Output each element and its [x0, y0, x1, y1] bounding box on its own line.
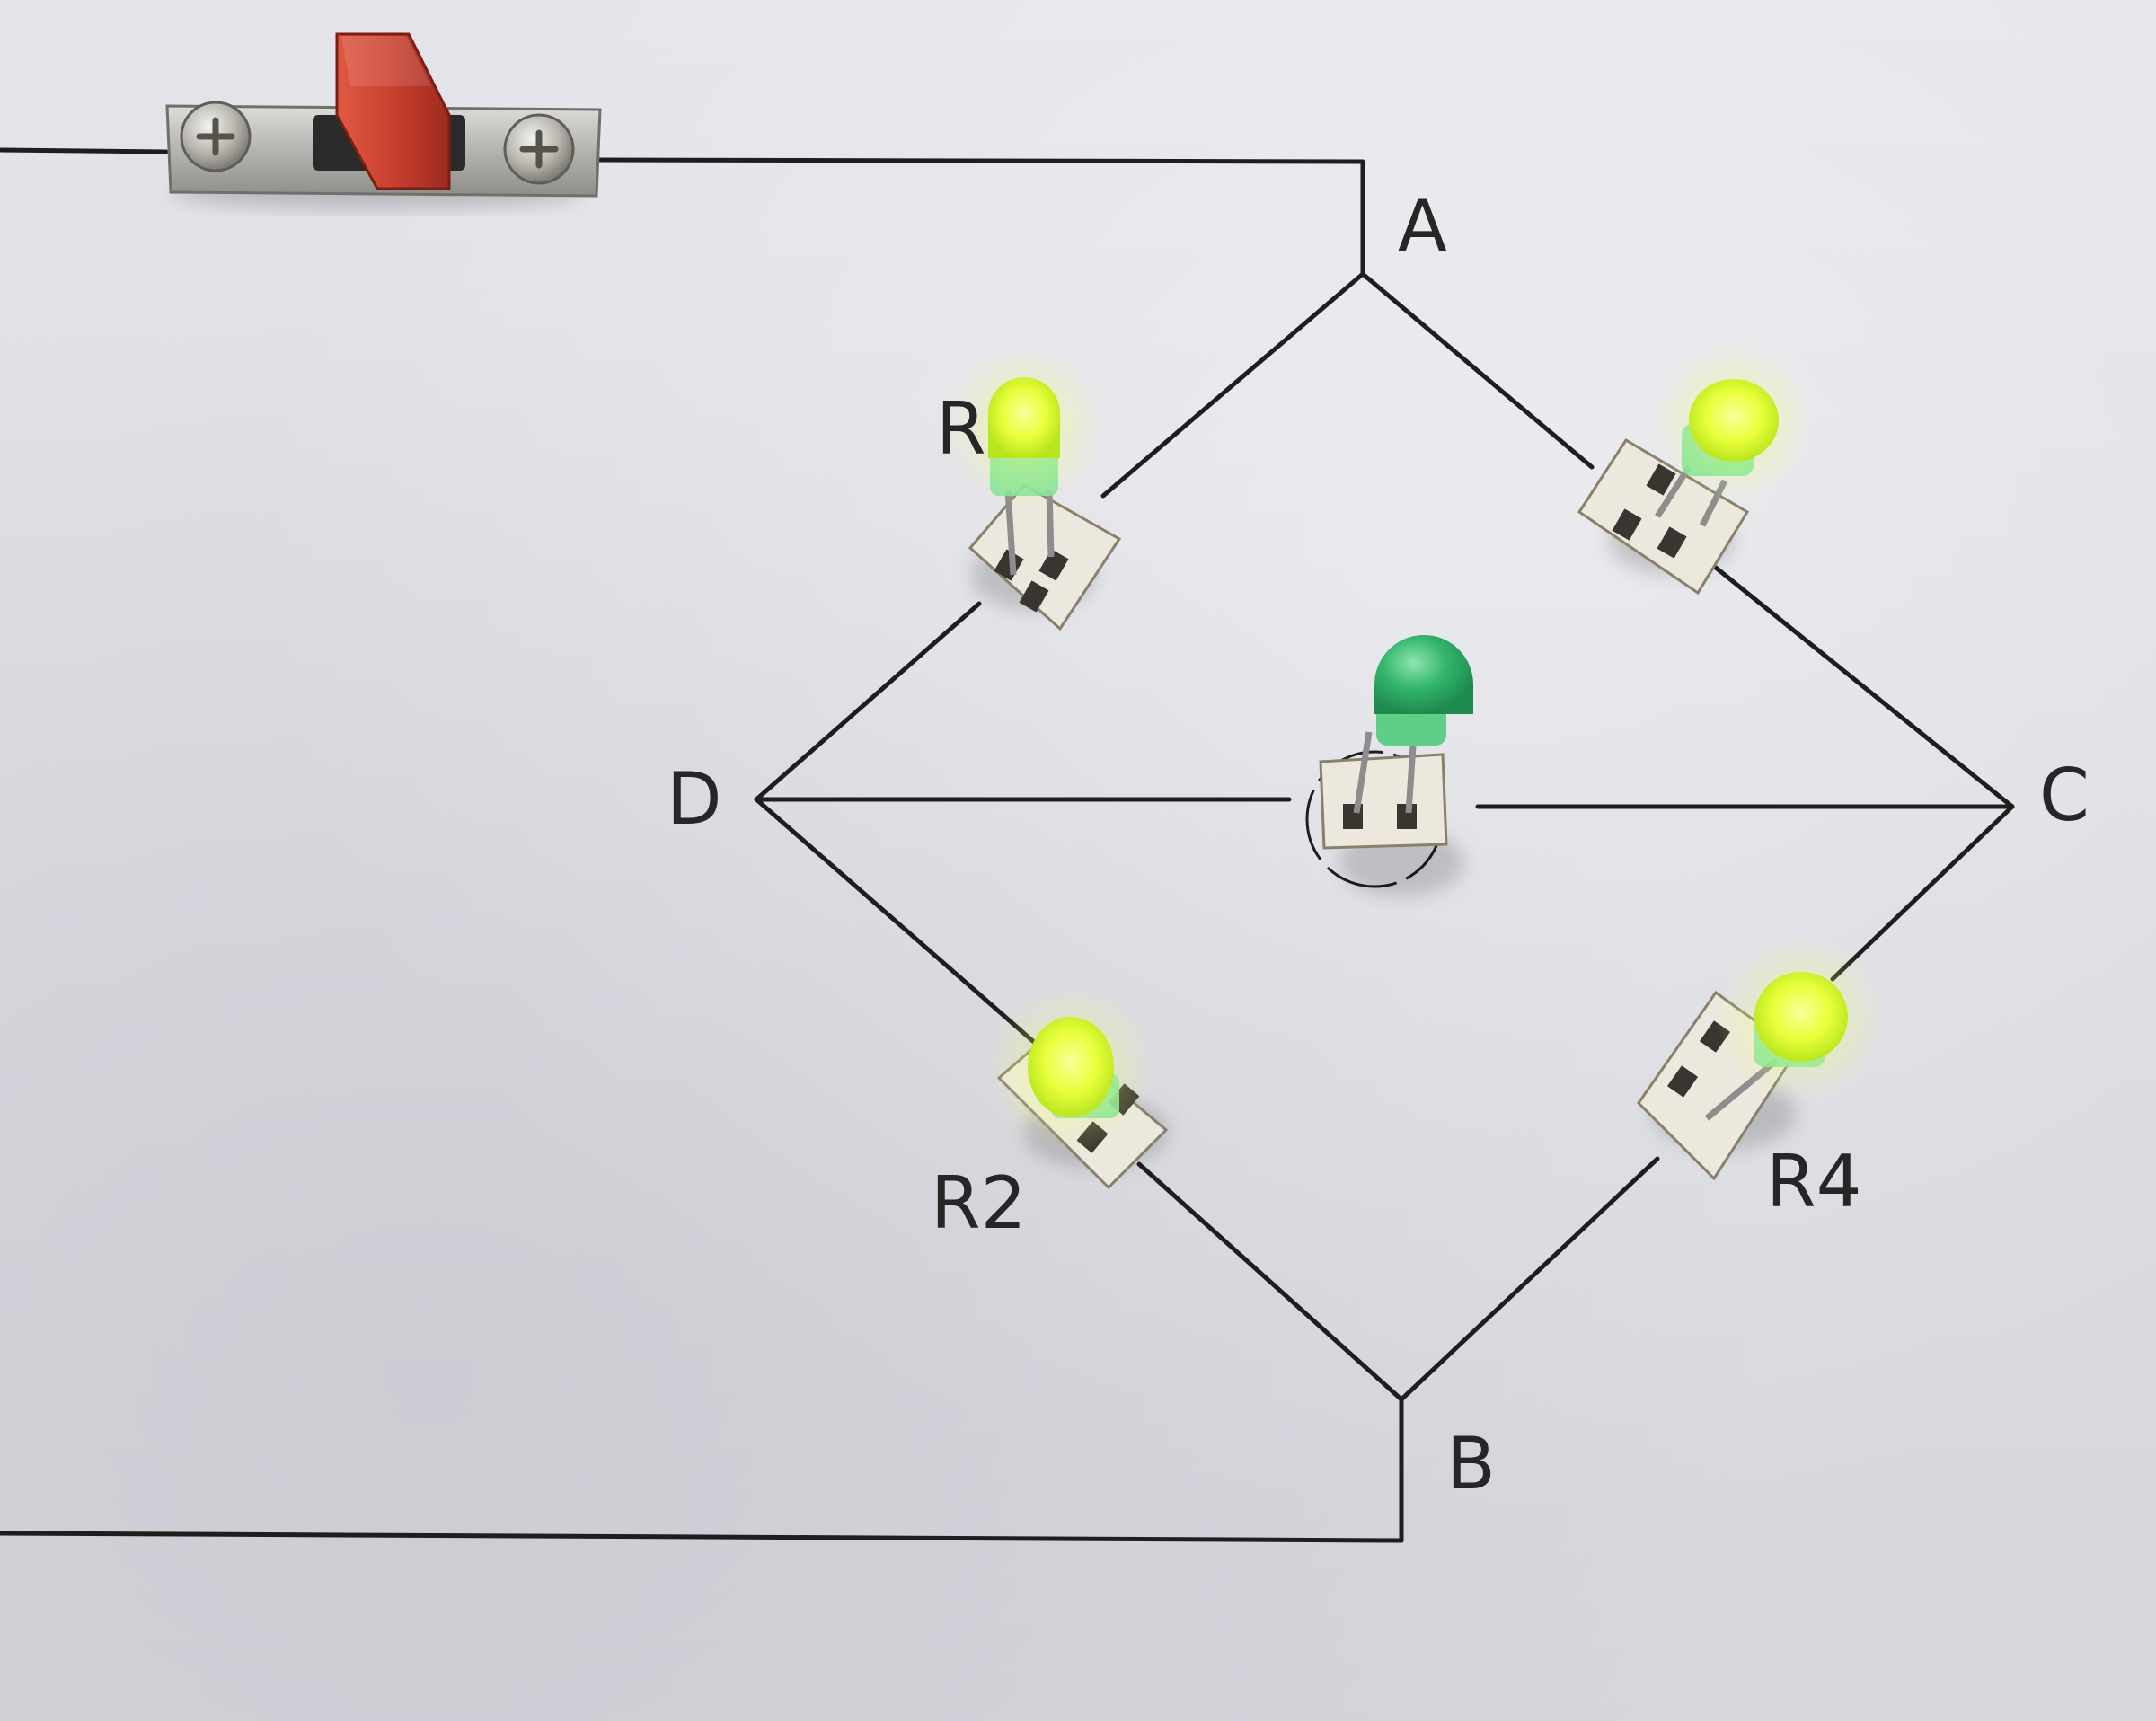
screw-icon [180, 101, 252, 172]
socket-icon [1319, 753, 1448, 850]
wire-r4-b [1399, 1156, 1660, 1402]
node-label-b: B [1446, 1422, 1496, 1505]
led-icon [1374, 635, 1473, 714]
wire-c-r4 [1830, 804, 2015, 982]
circuit-wires [0, 147, 2015, 1543]
led-r1[interactable] [943, 346, 1122, 631]
wire-a-r3 [1360, 271, 1595, 470]
led-icon [1754, 972, 1848, 1062]
node-label-d: D [667, 757, 722, 841]
wire-r1-d [754, 601, 982, 802]
resistor-label-r2: R2 [931, 1161, 1027, 1245]
wire-a-r1 [1100, 271, 1365, 499]
screw-icon [503, 113, 575, 185]
wire-r3-c [1713, 565, 2015, 809]
led-galvanometer[interactable] [1319, 635, 1473, 896]
resistor-label-r4: R4 [1766, 1140, 1862, 1223]
led-r3[interactable] [1577, 341, 1815, 596]
wire-d-r2 [754, 797, 1045, 1052]
resistor-label-r1: R [936, 387, 986, 471]
led-icon [1689, 379, 1779, 462]
socket-icon [968, 483, 1122, 631]
led-icon [1028, 1017, 1114, 1117]
led-r4[interactable] [1637, 934, 1886, 1181]
wire-top-left [0, 147, 169, 154]
wire-top [597, 157, 1365, 164]
socket-icon [1577, 437, 1750, 596]
slide-switch-icon[interactable] [165, 32, 602, 209]
wire-r2-b [1136, 1161, 1404, 1402]
node-label-c: C [2039, 754, 2090, 837]
led-icon [988, 377, 1060, 458]
led-r2[interactable] [985, 984, 1169, 1190]
wire-bottom [0, 1531, 1404, 1543]
node-label-a: A [1398, 184, 1447, 268]
